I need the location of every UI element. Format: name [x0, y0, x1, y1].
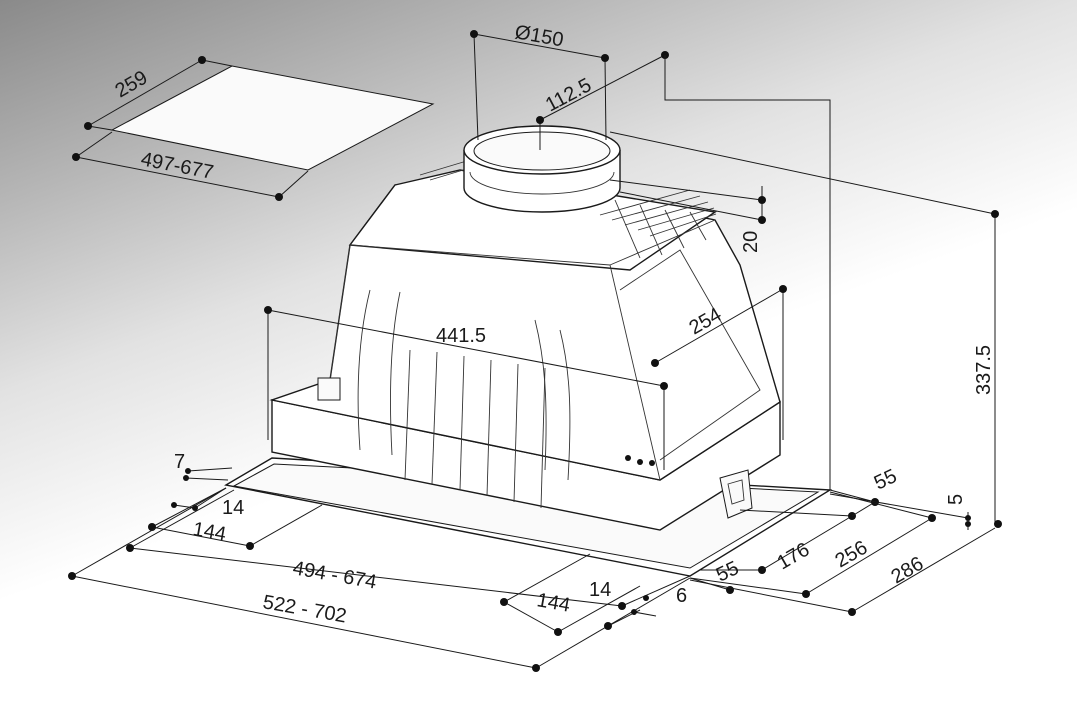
label-body-width: 441.5 [436, 325, 486, 347]
label-frame-edge-right: 14 [589, 579, 611, 601]
duct-collar [463, 125, 621, 213]
label-duct-diameter: Ø150 [513, 21, 565, 51]
label-depth-176: 176 [774, 539, 814, 575]
cutout-template [72, 56, 435, 201]
hood-body [224, 159, 833, 577]
label-inner-width: 494 - 674 [291, 557, 378, 593]
label-side-55-rear: 55 [871, 465, 900, 494]
label-cutout-depth: 259 [112, 67, 152, 103]
label-height: 337.5 [973, 345, 995, 395]
label-frame-edge-left: 7 [174, 451, 185, 473]
dimension-lines [68, 30, 1002, 672]
label-depth-256: 256 [832, 537, 872, 573]
label-frame-edge-front: 14 [222, 497, 244, 519]
label-collar-height: 20 [740, 231, 762, 253]
label-cutout-width: 497-677 [139, 148, 215, 184]
label-bracket-left: 144 [191, 518, 228, 545]
label-depth-286: 286 [888, 553, 928, 589]
label-bracket-right: 144 [535, 589, 572, 616]
label-edge-6: 6 [676, 585, 687, 607]
label-side-5: 5 [945, 494, 967, 505]
label-duct-offset: 112.5 [542, 74, 595, 116]
